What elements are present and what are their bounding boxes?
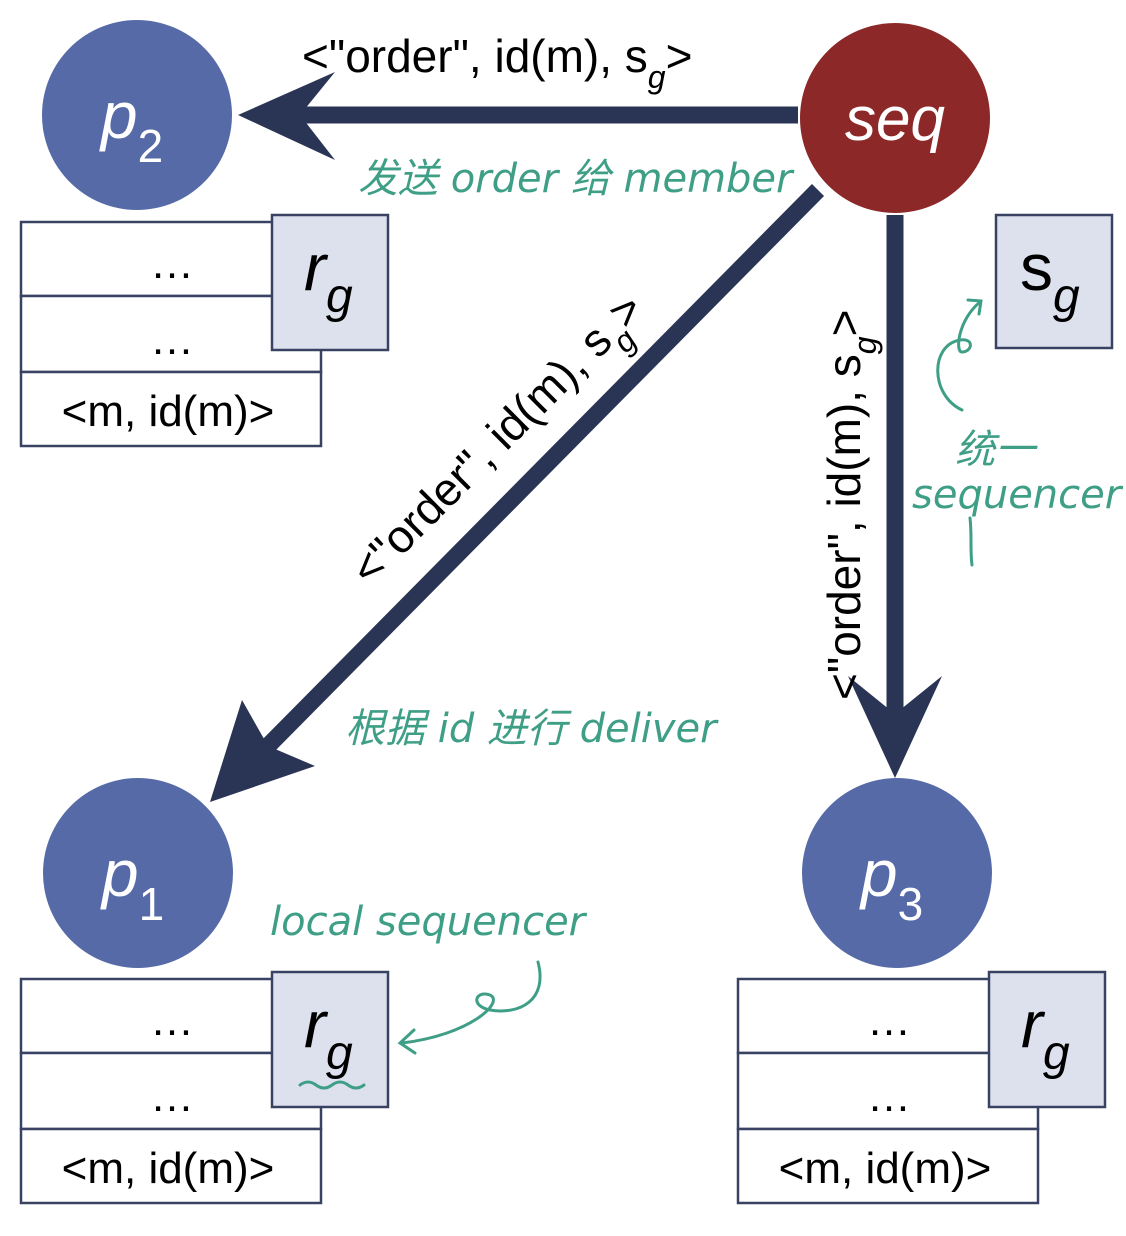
note-local-arrowtip: [397, 1028, 417, 1055]
node-p3-label: p3: [859, 836, 923, 930]
register-rg-p1: [270, 970, 390, 1109]
arrow-seq-to-p1: [255, 184, 825, 758]
note-rg-underline: [298, 1080, 366, 1090]
note-unified-line2: sequencer: [912, 472, 1124, 518]
queue-p1-ellipsis-1: …: [150, 996, 194, 1045]
queue-p1: … … <m, id(m)> rg: [19, 970, 390, 1205]
node-seq-label: seq: [845, 85, 945, 154]
node-seq: seq: [800, 23, 990, 213]
queue-p2-ellipsis-1: …: [150, 239, 194, 288]
note-local-curve: [400, 960, 542, 1045]
queue-p3-ellipsis-2: …: [867, 1072, 911, 1121]
node-p2-label: p2: [99, 78, 163, 172]
register-rg-p1-label: rg: [304, 987, 353, 1080]
note-unified-tail: [968, 516, 974, 567]
queue-p1-ellipsis-2: …: [150, 1072, 194, 1121]
queue-p2-entry: <m, id(m)>: [62, 387, 275, 436]
node-p1: p1: [43, 778, 233, 968]
note-unified-curve: [936, 300, 982, 412]
queue-p2-ellipsis-2: …: [150, 315, 194, 364]
node-p1-label: p1: [100, 836, 164, 930]
note-unified-arrowtip: [966, 298, 983, 316]
register-sg: sg: [994, 213, 1114, 350]
queue-p1-entry: <m, id(m)>: [62, 1144, 275, 1193]
arrowhead-p3: [848, 676, 942, 778]
node-p2: p2: [42, 20, 232, 210]
note-send-order: 发送 order 给 member: [358, 156, 795, 202]
queue-p2: … … <m, id(m)> rg: [19, 213, 390, 448]
note-unified-line1: 统一: [955, 427, 1038, 473]
arrowhead-p2: [238, 72, 335, 160]
arrowhead-p1: [210, 700, 315, 802]
queue-p3-ellipsis-1: …: [867, 996, 911, 1045]
register-rg-p3-label: rg: [1021, 987, 1070, 1080]
node-p3: p3: [802, 778, 992, 968]
message-label-p2: <"order", id(m), sg>: [302, 30, 692, 95]
register-rg-p2-label: rg: [304, 230, 353, 323]
note-deliver-by-id: 根据 id 进行 deliver: [345, 706, 719, 752]
register-rg-p2: [270, 213, 390, 352]
queue-p3: … … <m, id(m)> rg: [736, 970, 1107, 1205]
register-rg-p3: [987, 970, 1107, 1109]
register-sg-label: sg: [1020, 230, 1080, 323]
note-local-sequencer: local sequencer: [270, 899, 588, 945]
queue-p3-entry: <m, id(m)>: [779, 1144, 992, 1193]
message-label-p3: <"order", id(m), sg>: [818, 310, 883, 700]
